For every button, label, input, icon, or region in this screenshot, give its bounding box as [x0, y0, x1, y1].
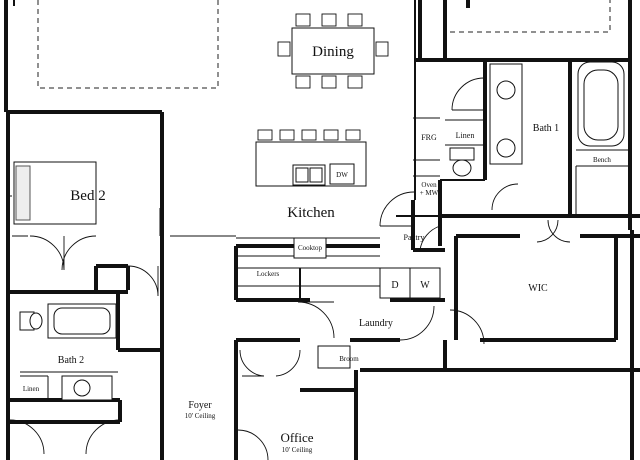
office-ceiling-note: 10' Ceiling [282, 446, 313, 454]
room-label-office: Office [281, 430, 314, 445]
fixture-label-oven: Oven [421, 181, 437, 189]
fixture-label-oven-mw: + MW [420, 189, 439, 197]
room-label-bath-1: Bath 1 [533, 123, 559, 134]
fixture-label-broom: Broom [339, 355, 359, 363]
bath-1-fixtures [449, 61, 625, 177]
fixture-label-bench: Bench [593, 156, 611, 164]
fixture-label-dryer: D [391, 280, 398, 291]
fixture-label-dw: DW [336, 171, 348, 179]
room-label-wic: WIC [528, 283, 548, 294]
dining-table [277, 13, 389, 89]
walls [4, 0, 640, 460]
fixture-label-linen-bath2: Linen [23, 385, 40, 393]
room-label-laundry: Laundry [359, 318, 393, 329]
foyer-ceiling-note: 10' Ceiling [185, 412, 216, 420]
room-label-kitchen: Kitchen [287, 205, 335, 221]
cooktop-unit [293, 237, 327, 259]
bed-2-bed [13, 161, 97, 225]
room-label-foyer: Foyer [188, 400, 212, 411]
fixture-label-cooktop: Cooktop [298, 244, 323, 252]
fixture-label-frg: FRG [421, 133, 437, 142]
bath-2-fixtures [19, 303, 117, 401]
laundry-appliances [317, 267, 441, 369]
room-label-bath-2: Bath 2 [58, 355, 84, 366]
fixture-label-lockers: Lockers [257, 270, 280, 278]
room-label-bed-2: Bed 2 [70, 188, 105, 204]
fixture-label-linen-top: Linen [456, 131, 475, 140]
doors [9, 77, 571, 460]
room-labels: Dining Kitchen Bed 2 Bath 1 Bath 2 WIC L… [58, 44, 559, 454]
dashed-outlines [37, 0, 611, 89]
fixture-labels: FRG Linen Bench Oven + MW DW Cooktop Loc… [23, 131, 612, 393]
fixture-label-washer: W [420, 280, 430, 291]
room-label-pantry: Pantry [404, 233, 425, 242]
kitchen-island [255, 129, 367, 187]
room-label-dining: Dining [312, 44, 354, 60]
